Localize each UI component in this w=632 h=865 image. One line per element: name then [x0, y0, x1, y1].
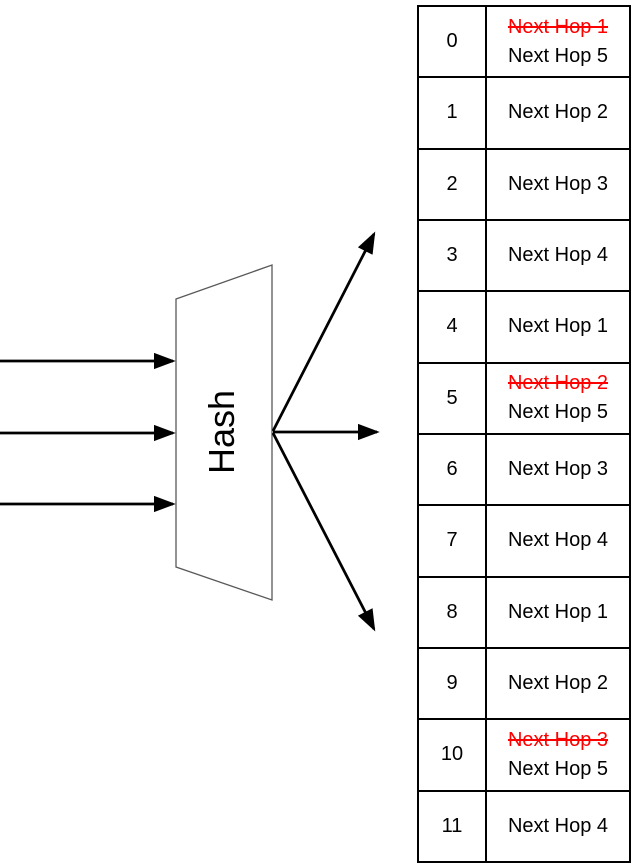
slot-index-cell: 0	[419, 7, 487, 77]
table-row: 10 Next Hop 3 Next Hop 5	[419, 720, 629, 792]
table-row: 7 Next Hop 4	[419, 506, 629, 578]
next-hop-cell: Next Hop 3	[487, 150, 629, 219]
slot-index-cell: 7	[419, 506, 487, 576]
next-hop-cell: Next Hop 4	[487, 792, 629, 861]
table-row: 11 Next Hop 4	[419, 791, 629, 861]
table-row: 6 Next Hop 3	[419, 434, 629, 507]
slot-index-cell: 4	[419, 292, 487, 362]
hash-trapezoid	[175, 264, 273, 601]
next-hop-value: Next Hop 4	[507, 244, 609, 267]
next-hop-value: Next Hop 2	[507, 101, 609, 124]
next-hop-cell: Next Hop 4	[487, 506, 629, 575]
next-hop-value: Next Hop 1	[507, 315, 609, 338]
next-hop-cell: Next Hop 1 Next Hop 5	[487, 7, 629, 76]
next-hop-old-value: Next Hop 3	[507, 728, 609, 751]
next-hop-value: Next Hop 4	[507, 529, 609, 552]
output-arrow-up	[271, 231, 376, 432]
next-hop-cell: Next Hop 2 Next Hop 5	[487, 364, 629, 433]
next-hop-cell: Next Hop 3 Next Hop 5	[487, 720, 629, 789]
table-row: 9 Next Hop 2	[419, 648, 629, 721]
next-hop-value: Next Hop 1	[507, 600, 609, 623]
slot-index-cell: 2	[419, 149, 487, 219]
next-hop-cell: Next Hop 4	[487, 221, 629, 290]
table-row: 1 Next Hop 2	[419, 78, 629, 150]
next-hop-value: Next Hop 5	[507, 757, 609, 780]
next-hop-old-value: Next Hop 2	[507, 372, 609, 395]
slot-index-cell: 6	[419, 434, 487, 505]
hash-label: Hash	[201, 389, 242, 475]
next-hop-value: Next Hop 3	[507, 172, 609, 195]
table-row: 5 Next Hop 2 Next Hop 5	[419, 363, 629, 435]
table-row: 4 Next Hop 1	[419, 292, 629, 364]
next-hop-value: Next Hop 2	[507, 672, 609, 695]
table-row: 8 Next Hop 1	[419, 577, 629, 649]
output-arrow-down	[271, 432, 376, 632]
next-hop-old-value: Next Hop 1	[507, 15, 609, 38]
slot-index-cell: 5	[419, 363, 487, 433]
slot-index-cell: 8	[419, 577, 487, 647]
table-row: 0 Next Hop 1 Next Hop 5	[419, 7, 629, 79]
slot-index-cell: 3	[419, 220, 487, 291]
next-hop-value: Next Hop 4	[507, 814, 609, 837]
next-hop-cell: Next Hop 2	[487, 78, 629, 147]
next-hop-cell: Next Hop 3	[487, 435, 629, 504]
next-hop-cell: Next Hop 1	[487, 292, 629, 361]
table-row: 2 Next Hop 3	[419, 149, 629, 221]
next-hop-value: Next Hop 5	[507, 44, 609, 67]
slot-index-cell: 10	[419, 720, 487, 790]
slot-index-cell: 9	[419, 648, 487, 719]
table-row: 3 Next Hop 4	[419, 220, 629, 293]
slot-index-cell: 11	[419, 791, 487, 861]
next-hop-cell: Next Hop 2	[487, 649, 629, 718]
next-hop-value: Next Hop 3	[507, 458, 609, 481]
next-hop-value: Next Hop 5	[507, 401, 609, 424]
slot-index-cell: 1	[419, 78, 487, 148]
next-hop-cell: Next Hop 1	[487, 578, 629, 647]
